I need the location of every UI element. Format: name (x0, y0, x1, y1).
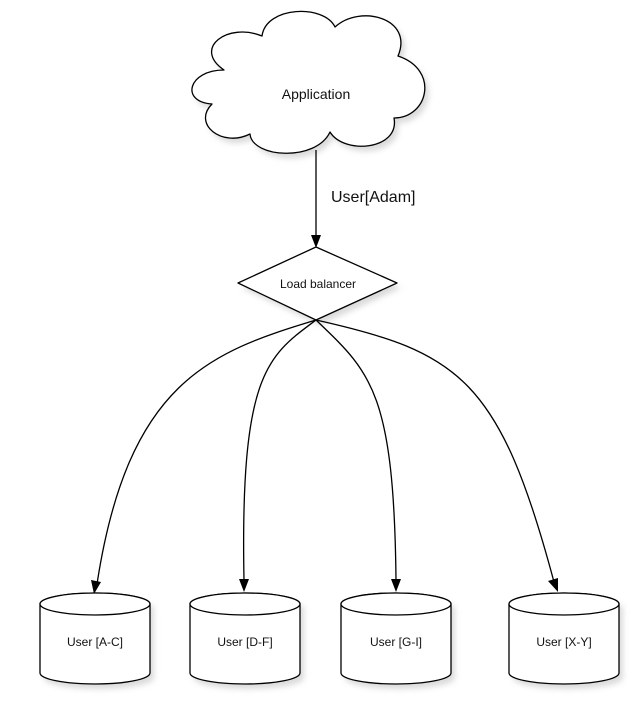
database-shard-d-f: User [D-F] (189, 592, 304, 689)
application-cloud: Application (191, 10, 429, 159)
load-balancer-diamond: Load balancer (237, 246, 401, 325)
edge-to-shard-g-i (315, 319, 401, 592)
database-shard-g-i: User [G-I] (340, 592, 455, 689)
edge-to-shard-d-f (239, 319, 317, 592)
arrowhead (391, 579, 401, 592)
arrowhead (91, 580, 101, 594)
shard-label: User [D-F] (217, 635, 272, 649)
shard-label: User [A-C] (67, 635, 123, 649)
shard-label: User [G-I] (370, 635, 422, 649)
edge-to-shard-a-c (91, 319, 317, 594)
database-shard-x-y: User [X-Y] (508, 592, 623, 689)
arrowhead (548, 578, 558, 592)
database-shard-a-c: User [A-C] (39, 592, 154, 689)
edge-to-shard-x-y (315, 319, 558, 592)
edge-application-to-load-balancer (311, 150, 321, 248)
load-balancer-label: Load balancer (280, 277, 356, 291)
application-label: Application (282, 86, 351, 102)
arrowhead (239, 579, 249, 592)
request-label: User[Adam] (331, 189, 415, 206)
arrowhead (311, 235, 321, 248)
shard-label: User [X-Y] (536, 635, 591, 649)
